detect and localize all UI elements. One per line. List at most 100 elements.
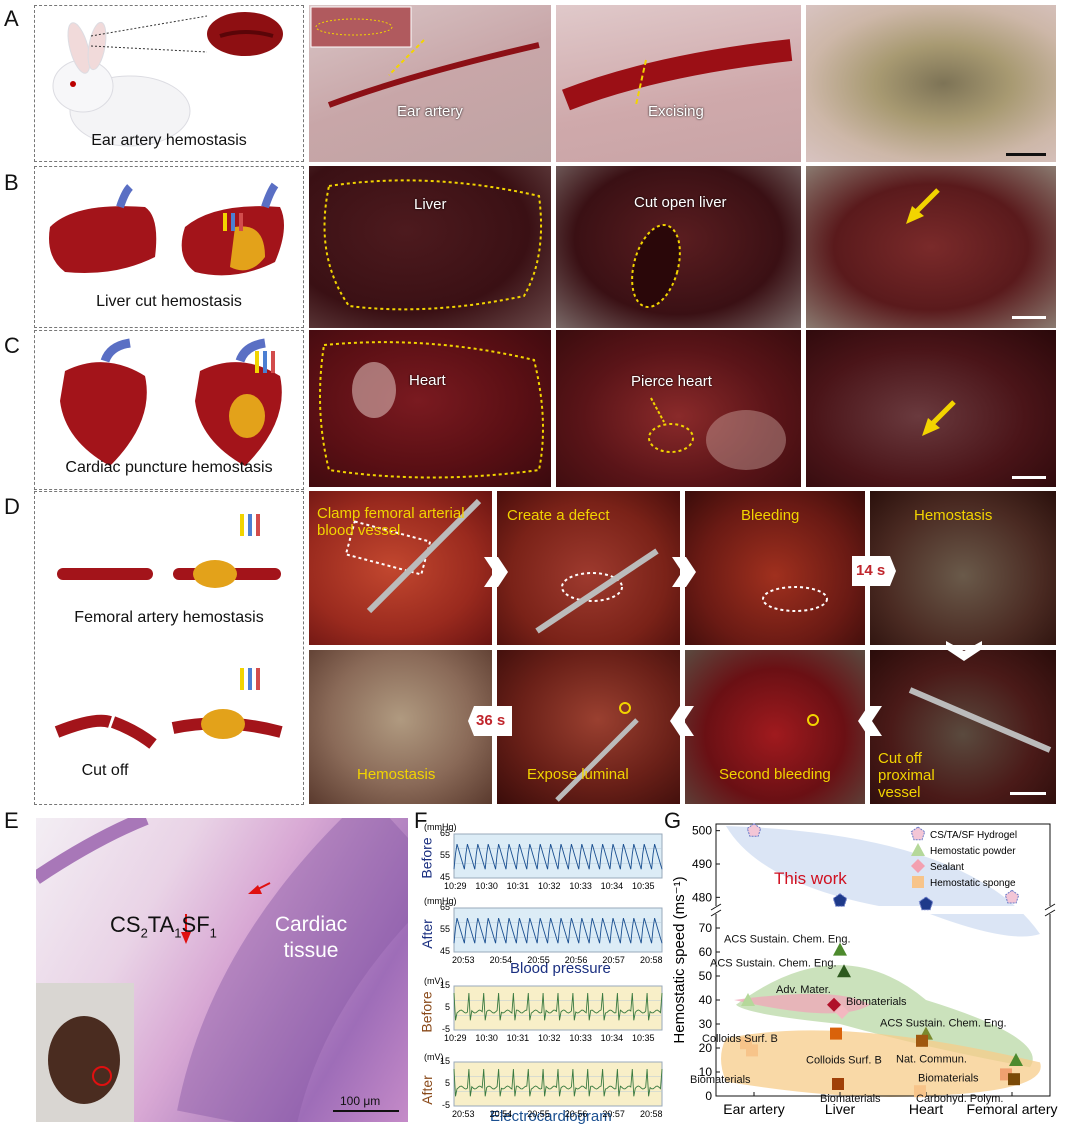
ear-artery-photo: Ear artery (309, 5, 551, 162)
legend-marker (911, 843, 925, 856)
photo-label-pierce-heart: Pierce heart (631, 373, 712, 390)
panel-d-illustration-box: Femoral artery hemostasis Cut off (34, 491, 304, 805)
trace-time-label: 20:57 (602, 1109, 625, 1119)
point-pentagon (746, 823, 762, 837)
cut-open-liver-photo: Cut open liver (556, 166, 801, 328)
reference-label: ACS Sustain. Chem. Eng. (710, 957, 837, 969)
unit-mv-before: (mV) (424, 976, 444, 986)
point-triangle (837, 964, 851, 978)
trace-time-label: 10:32 (538, 1033, 561, 1043)
x-tick-label: Heart (909, 1101, 943, 1117)
trace-time-label: 20:54 (489, 1109, 513, 1119)
sample-label: CS2TA1SF1 (110, 912, 217, 941)
reference-label: Biomaterials (820, 1093, 881, 1105)
trace-time-label: 10:29 (444, 881, 467, 891)
panel-c-illustration-box: Cardiac puncture hemostasis (34, 330, 304, 490)
trace-time-label: 10:29 (444, 1033, 467, 1043)
trace-time-label: 10:34 (600, 881, 624, 891)
legend-marker (911, 859, 925, 873)
liver-illustration (49, 182, 284, 276)
trace-time-label: 20:58 (640, 955, 663, 965)
reference-label: Adv. Mater. (776, 984, 831, 996)
x-tick-label: Femoral artery (966, 1101, 1057, 1117)
trace-tick-label: 45 (439, 872, 450, 882)
scale-bar-b (1012, 316, 1046, 319)
arrow-left-icon-2 (670, 706, 694, 736)
y-tick-label: 30 (699, 1017, 713, 1031)
arrow-right-icon-2 (672, 557, 696, 587)
y-tick-label: 480 (692, 890, 712, 904)
ear-hemostasis-result-photo (806, 5, 1056, 162)
arrow-down-icon (946, 641, 982, 661)
liver-hemostasis-result-photo (806, 166, 1056, 328)
legend-marker (912, 876, 924, 888)
point-pentagon (918, 896, 934, 911)
point-square (1008, 1073, 1020, 1086)
x-tick-label: Ear artery (723, 1101, 784, 1117)
rabbit-illustration (52, 12, 283, 147)
panel-a-illustration-box: Ear artery hemostasis (34, 5, 304, 162)
reference-label: Biomaterials (918, 1073, 979, 1085)
this-work-annotation: This work (774, 869, 847, 888)
photo-label-liver: Liver (414, 196, 447, 213)
expose-luminal-photo: Expose luminal (497, 650, 680, 804)
panel-d-caption-bottom: Cut off (81, 762, 129, 779)
panel-d-caption-top: Femoral artery hemostasis (74, 609, 264, 626)
panel-f-labels: (mmHg) (mmHg) (mV) (mV) Before After Bef… (414, 814, 670, 1126)
trace-time-label: 10:31 (506, 881, 530, 891)
reference-label: Biomaterials (690, 1074, 751, 1086)
cut-off-proximal-photo: Cut off proximal vessel (870, 650, 1056, 804)
scale-bar-d (1010, 792, 1046, 795)
trace-time-label: 10:33 (569, 881, 592, 891)
trace-time-label: 10:35 (632, 1033, 655, 1043)
create-defect-photo: Create a defect (497, 491, 680, 645)
trace-tick-label: -5 (441, 1100, 450, 1110)
time-badge-14s: 14 s (856, 562, 886, 579)
trace-tick-label: -5 (441, 1024, 450, 1034)
trace-line-3 (453, 1068, 663, 1097)
trace-time-label: 20:57 (602, 955, 625, 965)
femoral-artery-illustration (54, 514, 283, 749)
y-tick-label: 60 (699, 945, 713, 959)
y-tick-label: 40 (699, 993, 713, 1007)
trace-time-label: 10:31 (506, 1033, 530, 1043)
time-badge-36s: 36 s (476, 712, 506, 729)
y-tick-label: 20 (699, 1041, 713, 1055)
liver-photo: Liver (309, 166, 551, 328)
trace-line-2 (453, 992, 663, 1021)
scale-label-e: 100 μm (340, 1094, 381, 1108)
point-triangle (741, 993, 755, 1006)
point-square (832, 1078, 844, 1090)
step-create-defect: Create a defect (507, 507, 610, 524)
point-diamond (835, 1005, 849, 1019)
reference-label: Colloids Surf. B (702, 1033, 778, 1045)
panel-c-caption: Cardiac puncture hemostasis (65, 459, 273, 476)
ecg-title: Electrocardiogram (490, 1108, 612, 1125)
step-bleeding: Bleeding (741, 507, 800, 524)
arrow-left-icon-1 (858, 706, 882, 736)
y-tick-label: 10 (699, 1065, 713, 1079)
step-hemostasis-2: Hemostasis (357, 766, 436, 783)
point-pentagon (1004, 889, 1020, 904)
trace-tick-label: 65 (439, 828, 450, 838)
trace-time-label: 20:54 (489, 955, 513, 965)
trace-tick-label: 45 (439, 946, 450, 956)
panel-b-illustration-box: Liver cut hemostasis (34, 166, 304, 328)
trace-time-label: 10:33 (569, 1033, 592, 1043)
panel-label-b: B (4, 170, 19, 195)
trace-time-label: 20:55 (527, 955, 550, 965)
point-square (916, 1034, 928, 1047)
hemostasis-photo-1: Hemostasis (870, 491, 1056, 645)
hemostasis-photo-2: Hemostasis (309, 650, 492, 804)
x-tick-label: Liver (825, 1101, 856, 1117)
trace-time-label: 20:55 (527, 1109, 550, 1119)
trace-tick-label: 15 (439, 980, 450, 990)
trace-time-label: 20:56 (564, 955, 588, 965)
point-diamond (827, 997, 841, 1012)
histology-image: CS2TA1SF1 Cardiac tissue 100 μm (36, 818, 408, 1122)
clamp-femoral-photo: Clamp femoral arterial blood vessel (309, 491, 492, 645)
reference-label: ACS Sustain. Chem. Eng. (880, 1017, 1007, 1029)
plot-frame (715, 823, 1051, 1097)
second-bleeding-photo: Second bleeding (685, 650, 865, 804)
